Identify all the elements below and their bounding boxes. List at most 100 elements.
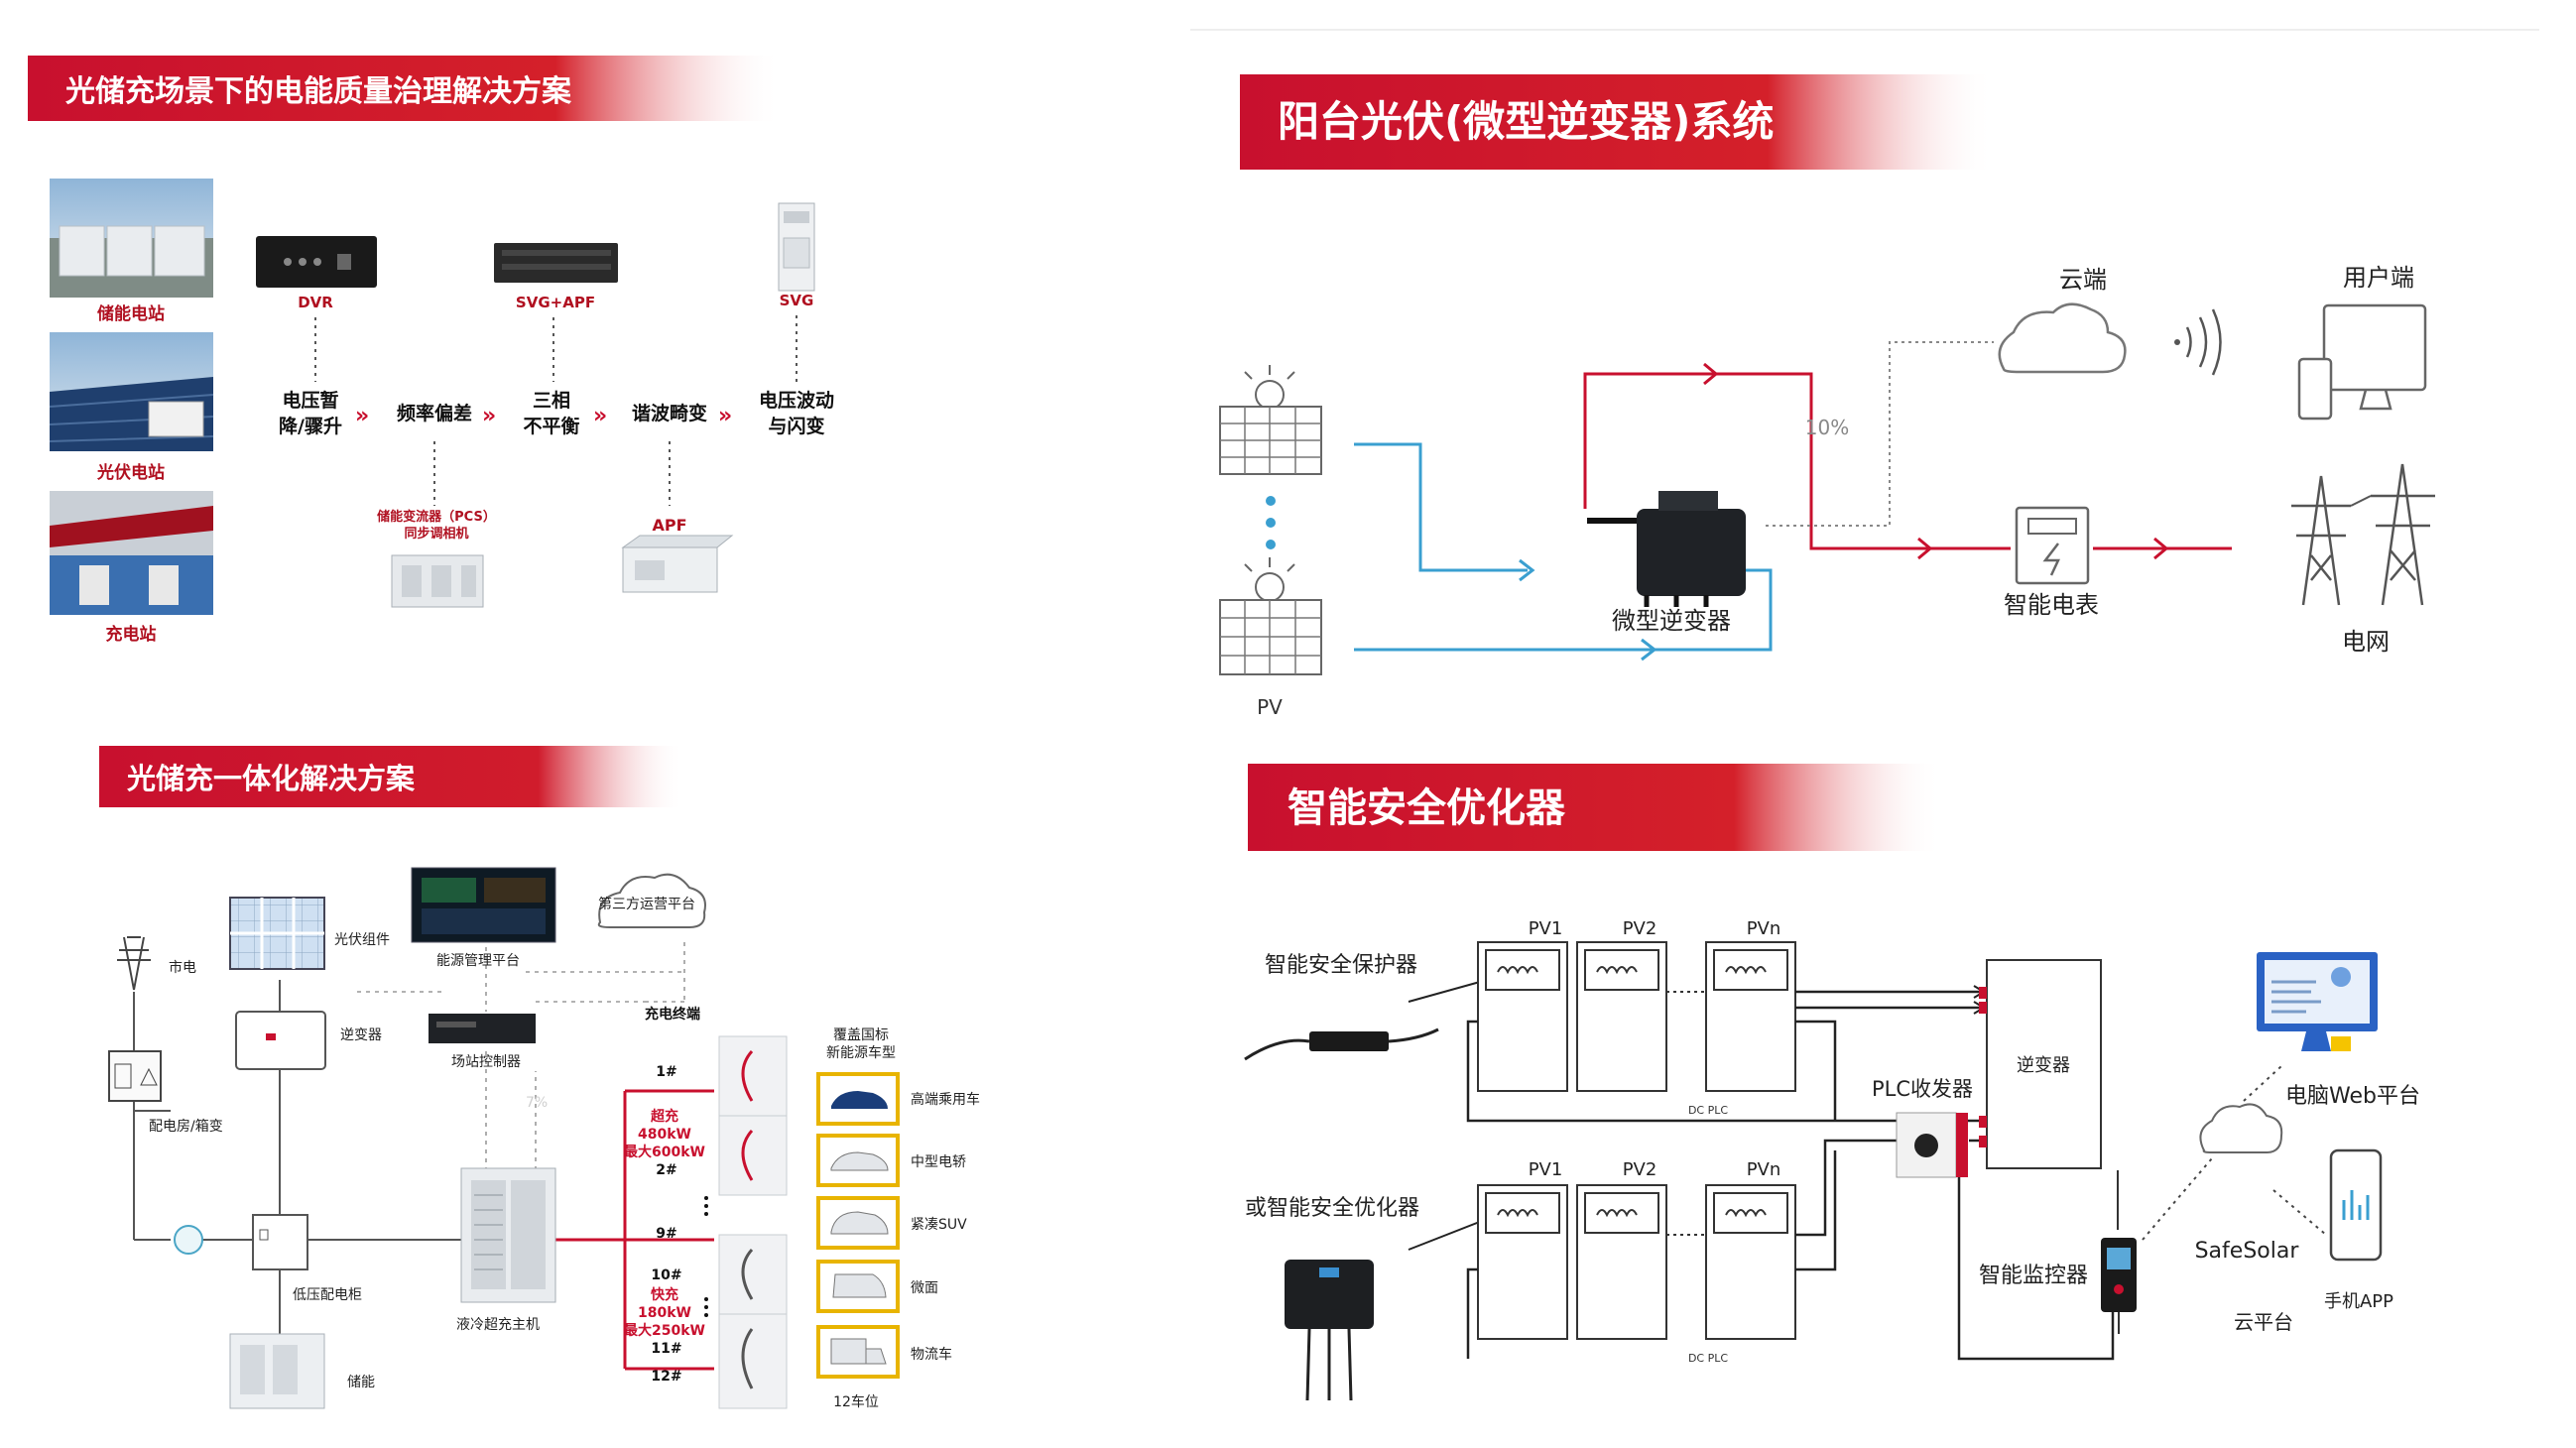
vehicle-label-4: 微面 xyxy=(911,1280,938,1296)
section-safety-optimizer-banner xyxy=(1248,764,1942,851)
liquid-cooling-host-label: 液冷超充主机 xyxy=(456,1317,540,1333)
pvn-label-bottom: PVn xyxy=(1747,1159,1781,1180)
safety-protector: 智能安全保护器 xyxy=(1244,953,1524,1061)
sedan-icon xyxy=(831,1091,888,1109)
section-pv-storage-charging-title: 光储充一体化解决方案 xyxy=(127,762,416,795)
device-label-svg: SVG xyxy=(780,292,814,309)
pv-module-icon xyxy=(1705,941,1796,1092)
site-pv-station: 光伏电站 xyxy=(49,332,214,483)
issue-chevrons: » » » » xyxy=(355,404,732,428)
coverage-label-line1: 覆盖国标 xyxy=(833,1027,889,1043)
device-apf: APF xyxy=(621,516,734,593)
station-controller-icon xyxy=(429,1014,536,1043)
supercharge-line2: 480kW xyxy=(638,1127,691,1143)
protector-device-icon xyxy=(1309,1031,1389,1051)
optimizer-device-icon xyxy=(1285,1260,1374,1329)
device-label-svg-apf: SVG+APF xyxy=(516,294,595,311)
chevron-right-icon: » xyxy=(718,404,732,428)
wireless-signal-icon xyxy=(2185,308,2222,376)
grid-label: 市电 xyxy=(169,959,196,976)
station-controller: 场站控制器 xyxy=(429,1014,536,1070)
charger-id-10: 10# xyxy=(651,1267,681,1283)
micro-inverter: 微型逆变器 xyxy=(1587,491,1746,635)
grid-tower-icon xyxy=(2371,463,2435,606)
inverter-unit: 逆变器 xyxy=(235,1011,382,1070)
percent-label: 10% xyxy=(1805,416,1849,439)
fastcharge-line1: 快充 xyxy=(651,1286,678,1303)
issue-row: 电压暂 降/骤升 频率偏差 三相 不平衡 谐波畸变 电压波动 与闪变 » » »… xyxy=(279,389,834,437)
issue-voltage-sag-line1: 电压暂 xyxy=(282,389,338,412)
issue-voltage-sag-line2: 降/骤升 xyxy=(279,415,342,437)
issue-unbalance-line1: 三相 xyxy=(533,390,570,412)
comm-lines xyxy=(1766,341,1994,527)
cloud-platform-label: 云平台 xyxy=(2234,1310,2293,1334)
ac-lines xyxy=(1583,362,2232,560)
svg-apf-rack-icon xyxy=(494,243,618,283)
pcs-label-line2: 同步调相机 xyxy=(404,526,468,542)
dc-arrows xyxy=(1795,985,1986,1015)
distribution-room: 配电房/箱变 xyxy=(108,1050,223,1135)
device-svg: SVG xyxy=(778,202,815,309)
vehicle-label-1: 高端乘用车 xyxy=(911,1091,980,1108)
site-charging-station: 充电站 xyxy=(50,491,213,645)
charger-id-1: 1# xyxy=(656,1064,676,1080)
inverter-icon xyxy=(235,1011,326,1070)
vehicle-types: 覆盖国标 新能源车型 高端乘用车 中型电轿 紧凑SUV 微面 物流车 12车位 xyxy=(816,1027,980,1410)
smart-monitor: 智能监控器 xyxy=(1979,1170,2137,1334)
pv-string-top: PV1 PV2 PVn DC PLC xyxy=(1477,918,1796,1117)
section-balcony-pv-title: 阳台光伏(微型逆变器)系统 xyxy=(1278,97,1774,146)
transmission-tower-icon xyxy=(117,936,151,991)
sun-icon xyxy=(1255,572,1285,602)
vehicle-label-5: 物流车 xyxy=(911,1346,952,1363)
smart-meter-icon xyxy=(2015,506,2090,585)
charging-terminal-label: 充电终端 xyxy=(645,1006,700,1023)
issue-unbalance-line2: 不平衡 xyxy=(523,415,579,437)
pv2-label-bottom: PV2 xyxy=(1623,1159,1657,1180)
cloud-icon xyxy=(1998,302,2127,374)
liquid-cooling-host: 液冷超充主机 7% xyxy=(456,1095,556,1333)
faint-percent-label: 7% xyxy=(526,1095,548,1111)
vehicle-label-2: 中型电轿 xyxy=(911,1154,966,1170)
solar-panel-bottom xyxy=(1219,557,1322,675)
grid-label: 电网 xyxy=(2342,628,2390,656)
power-grid: 电网 xyxy=(2291,463,2435,656)
cloud-icon xyxy=(597,873,706,928)
monitor-icon xyxy=(2322,303,2427,392)
phone-icon xyxy=(2297,357,2333,421)
supercharge-line3: 最大600kW xyxy=(624,1144,705,1160)
section-pv-storage-charging-banner xyxy=(99,746,684,807)
ellipsis-dots xyxy=(704,1196,708,1317)
charger-posts xyxy=(718,1035,788,1409)
section-balcony-pv-banner xyxy=(1240,74,1994,170)
third-party-label: 第三方运营平台 xyxy=(598,896,695,912)
site-energy-storage: 储能电站 xyxy=(50,179,213,324)
site-label-pv: 光伏电站 xyxy=(96,462,165,483)
chevron-right-icon: » xyxy=(593,404,607,428)
micro-inverter-icon xyxy=(1637,509,1746,596)
web-platform: 电脑Web平台 xyxy=(2257,952,2420,1109)
low-voltage-cabinet-label: 低压配电柜 xyxy=(293,1287,362,1303)
pv1-label-bottom: PV1 xyxy=(1529,1159,1563,1180)
cabinet-icon xyxy=(252,1214,308,1270)
sedan-icon xyxy=(830,1151,889,1171)
fastcharge-line3: 最大250kW xyxy=(624,1322,705,1339)
smart-meter-label: 智能电表 xyxy=(2004,591,2099,619)
string-inverter-icon xyxy=(1986,959,2102,1169)
panel-dots xyxy=(1266,496,1276,549)
section-balcony-pv: 阳台光伏(微型逆变器)系统 PV xyxy=(1190,29,2539,719)
charger-post-icon xyxy=(718,1234,788,1315)
mobile-phone-icon xyxy=(2329,1148,2383,1262)
meter-icon xyxy=(174,1225,203,1255)
safesolar-label: SafeSolar xyxy=(2195,1239,2300,1264)
grid-tower-icon xyxy=(2291,475,2351,606)
inverter-label: 逆变器 xyxy=(340,1027,382,1043)
section-safety-optimizer-title: 智能安全优化器 xyxy=(1288,785,1566,831)
string-inverter: 逆变器 xyxy=(1979,959,2102,1169)
storage-label: 储能 xyxy=(347,1375,375,1390)
section-power-quality-banner xyxy=(28,56,782,121)
mobile-app-label: 手机APP xyxy=(2324,1291,2393,1312)
station-controller-label: 场站控制器 xyxy=(451,1054,521,1070)
vehicle-label-3: 紧凑SUV xyxy=(911,1216,967,1233)
cloud-end: 云端 xyxy=(1998,266,2222,376)
charger-id-2: 2# xyxy=(656,1162,676,1178)
